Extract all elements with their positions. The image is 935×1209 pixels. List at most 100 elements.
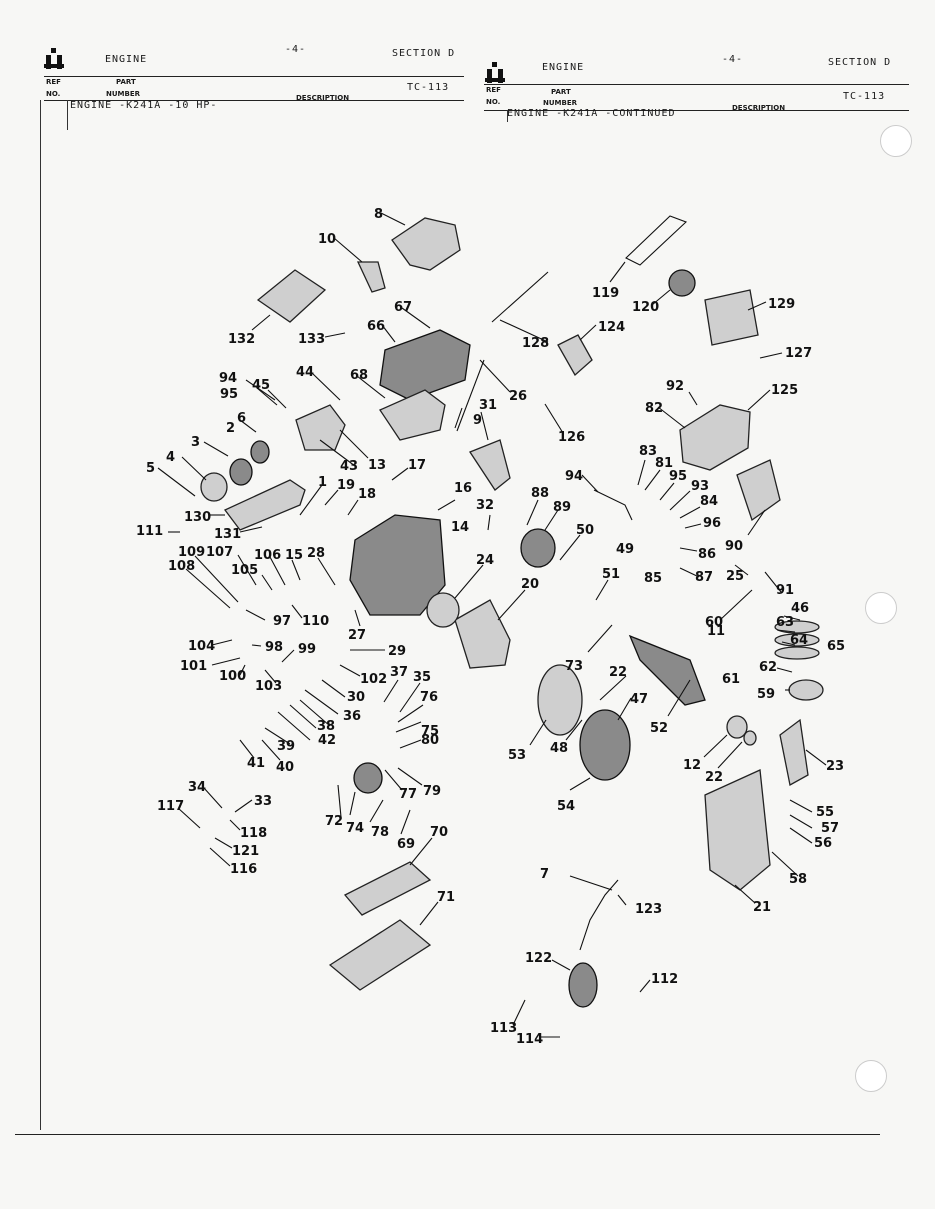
callout-30: 30 bbox=[347, 690, 365, 705]
callout-57: 57 bbox=[821, 821, 839, 836]
callout-27: 27 bbox=[348, 628, 366, 643]
callout-69: 69 bbox=[397, 837, 415, 852]
callout-101: 101 bbox=[180, 659, 207, 674]
callout-72: 72 bbox=[325, 814, 343, 829]
callout-122: 122 bbox=[525, 951, 552, 966]
right-header-title: ENGINE bbox=[542, 62, 585, 73]
callout-112: 112 bbox=[651, 972, 678, 987]
callout-102: 102 bbox=[360, 672, 387, 687]
callout-17: 17 bbox=[408, 458, 426, 473]
callout-31: 31 bbox=[479, 398, 497, 413]
callout-128: 128 bbox=[522, 336, 549, 351]
callout-97: 97 bbox=[273, 614, 291, 629]
left-header-page: -4- bbox=[285, 44, 307, 55]
callout-86: 86 bbox=[698, 547, 716, 562]
left-no-label: NO. bbox=[46, 90, 61, 98]
callout-38: 38 bbox=[317, 719, 335, 734]
right-column-rule bbox=[507, 110, 508, 122]
callout-52: 52 bbox=[650, 721, 668, 736]
right-code: TC-113 bbox=[843, 91, 886, 102]
callout-20: 20 bbox=[521, 577, 539, 592]
callout-21: 21 bbox=[753, 900, 771, 915]
callout-45: 45 bbox=[252, 378, 270, 393]
callout-113: 113 bbox=[490, 1021, 517, 1036]
callout-131: 131 bbox=[214, 527, 241, 542]
callout-39: 39 bbox=[277, 739, 295, 754]
callout-127: 127 bbox=[785, 346, 812, 361]
right-header-page: -4- bbox=[722, 54, 744, 65]
callout-56: 56 bbox=[814, 836, 832, 851]
callout-81: 81 bbox=[655, 456, 673, 471]
callout-65: 65 bbox=[827, 639, 845, 654]
callout-44: 44 bbox=[296, 365, 314, 380]
callout-15: 15 bbox=[285, 548, 303, 563]
left-subtitle: ENGINE -K241A -10 HP- bbox=[70, 100, 218, 111]
callout-98: 98 bbox=[265, 640, 283, 655]
callout-73: 73 bbox=[565, 659, 583, 674]
left-description-label: DESCRIPTION bbox=[296, 94, 350, 102]
callout-132: 132 bbox=[228, 332, 255, 347]
callout-70: 70 bbox=[430, 825, 448, 840]
callout-76: 76 bbox=[420, 690, 438, 705]
callout-42: 42 bbox=[318, 733, 336, 748]
callout-51: 51 bbox=[602, 567, 620, 582]
callout-129: 129 bbox=[768, 297, 795, 312]
callout-99: 99 bbox=[298, 642, 316, 657]
callout-78: 78 bbox=[371, 825, 389, 840]
callout-68: 68 bbox=[350, 368, 368, 383]
callout-93: 93 bbox=[691, 479, 709, 494]
callout-18: 18 bbox=[358, 487, 376, 502]
callout-95: 95 bbox=[669, 469, 687, 484]
callout-35: 35 bbox=[413, 670, 431, 685]
callout-126: 126 bbox=[558, 430, 585, 445]
callout-133: 133 bbox=[298, 332, 325, 347]
right-subtitle: ENGINE -K241A -CONTINUED bbox=[507, 108, 676, 119]
callout-16: 16 bbox=[454, 481, 472, 496]
ih-logo-right bbox=[485, 62, 505, 84]
callout-50: 50 bbox=[576, 523, 594, 538]
callout-114: 114 bbox=[516, 1032, 543, 1047]
callout-100: 100 bbox=[219, 669, 246, 684]
binder-hole-middle bbox=[865, 592, 897, 624]
callout-66: 66 bbox=[367, 319, 385, 334]
callout-23: 23 bbox=[826, 759, 844, 774]
callout-103: 103 bbox=[255, 679, 282, 694]
callout-89: 89 bbox=[553, 500, 571, 515]
callout-63: 63 bbox=[776, 615, 794, 630]
right-no-label: NO. bbox=[486, 98, 501, 106]
left-margin-rule bbox=[40, 100, 41, 1130]
right-header-section: SECTION D bbox=[828, 57, 892, 68]
callout-64: 64 bbox=[790, 633, 808, 648]
callout-94: 94 bbox=[219, 371, 237, 386]
callout-54: 54 bbox=[557, 799, 575, 814]
callout-121: 121 bbox=[232, 844, 259, 859]
callout-25: 25 bbox=[726, 569, 744, 584]
right-number-label: NUMBER bbox=[543, 99, 578, 107]
callout-28: 28 bbox=[307, 546, 325, 561]
callout-88: 88 bbox=[531, 486, 549, 501]
callout-47: 47 bbox=[630, 692, 648, 707]
left-ref-label: REF bbox=[46, 78, 61, 86]
callout-53: 53 bbox=[508, 748, 526, 763]
callout-43: 43 bbox=[340, 459, 358, 474]
callout-108: 108 bbox=[168, 559, 195, 574]
callout-19: 19 bbox=[337, 478, 355, 493]
callout-12: 12 bbox=[683, 758, 701, 773]
callout-94: 94 bbox=[565, 469, 583, 484]
callout-48: 48 bbox=[550, 741, 568, 756]
callout-119: 119 bbox=[592, 286, 619, 301]
callout-29: 29 bbox=[388, 644, 406, 659]
callout-14: 14 bbox=[451, 520, 469, 535]
callout-123: 123 bbox=[635, 902, 662, 917]
parts-drawing bbox=[200, 215, 824, 1008]
callout-84: 84 bbox=[700, 494, 718, 509]
callout-105: 105 bbox=[231, 563, 258, 578]
callout-87: 87 bbox=[695, 570, 713, 585]
callout-124: 124 bbox=[598, 320, 625, 335]
callout-77: 77 bbox=[399, 787, 417, 802]
callout-96: 96 bbox=[703, 516, 721, 531]
callout-59: 59 bbox=[757, 687, 775, 702]
callout-58: 58 bbox=[789, 872, 807, 887]
callout-125: 125 bbox=[771, 383, 798, 398]
